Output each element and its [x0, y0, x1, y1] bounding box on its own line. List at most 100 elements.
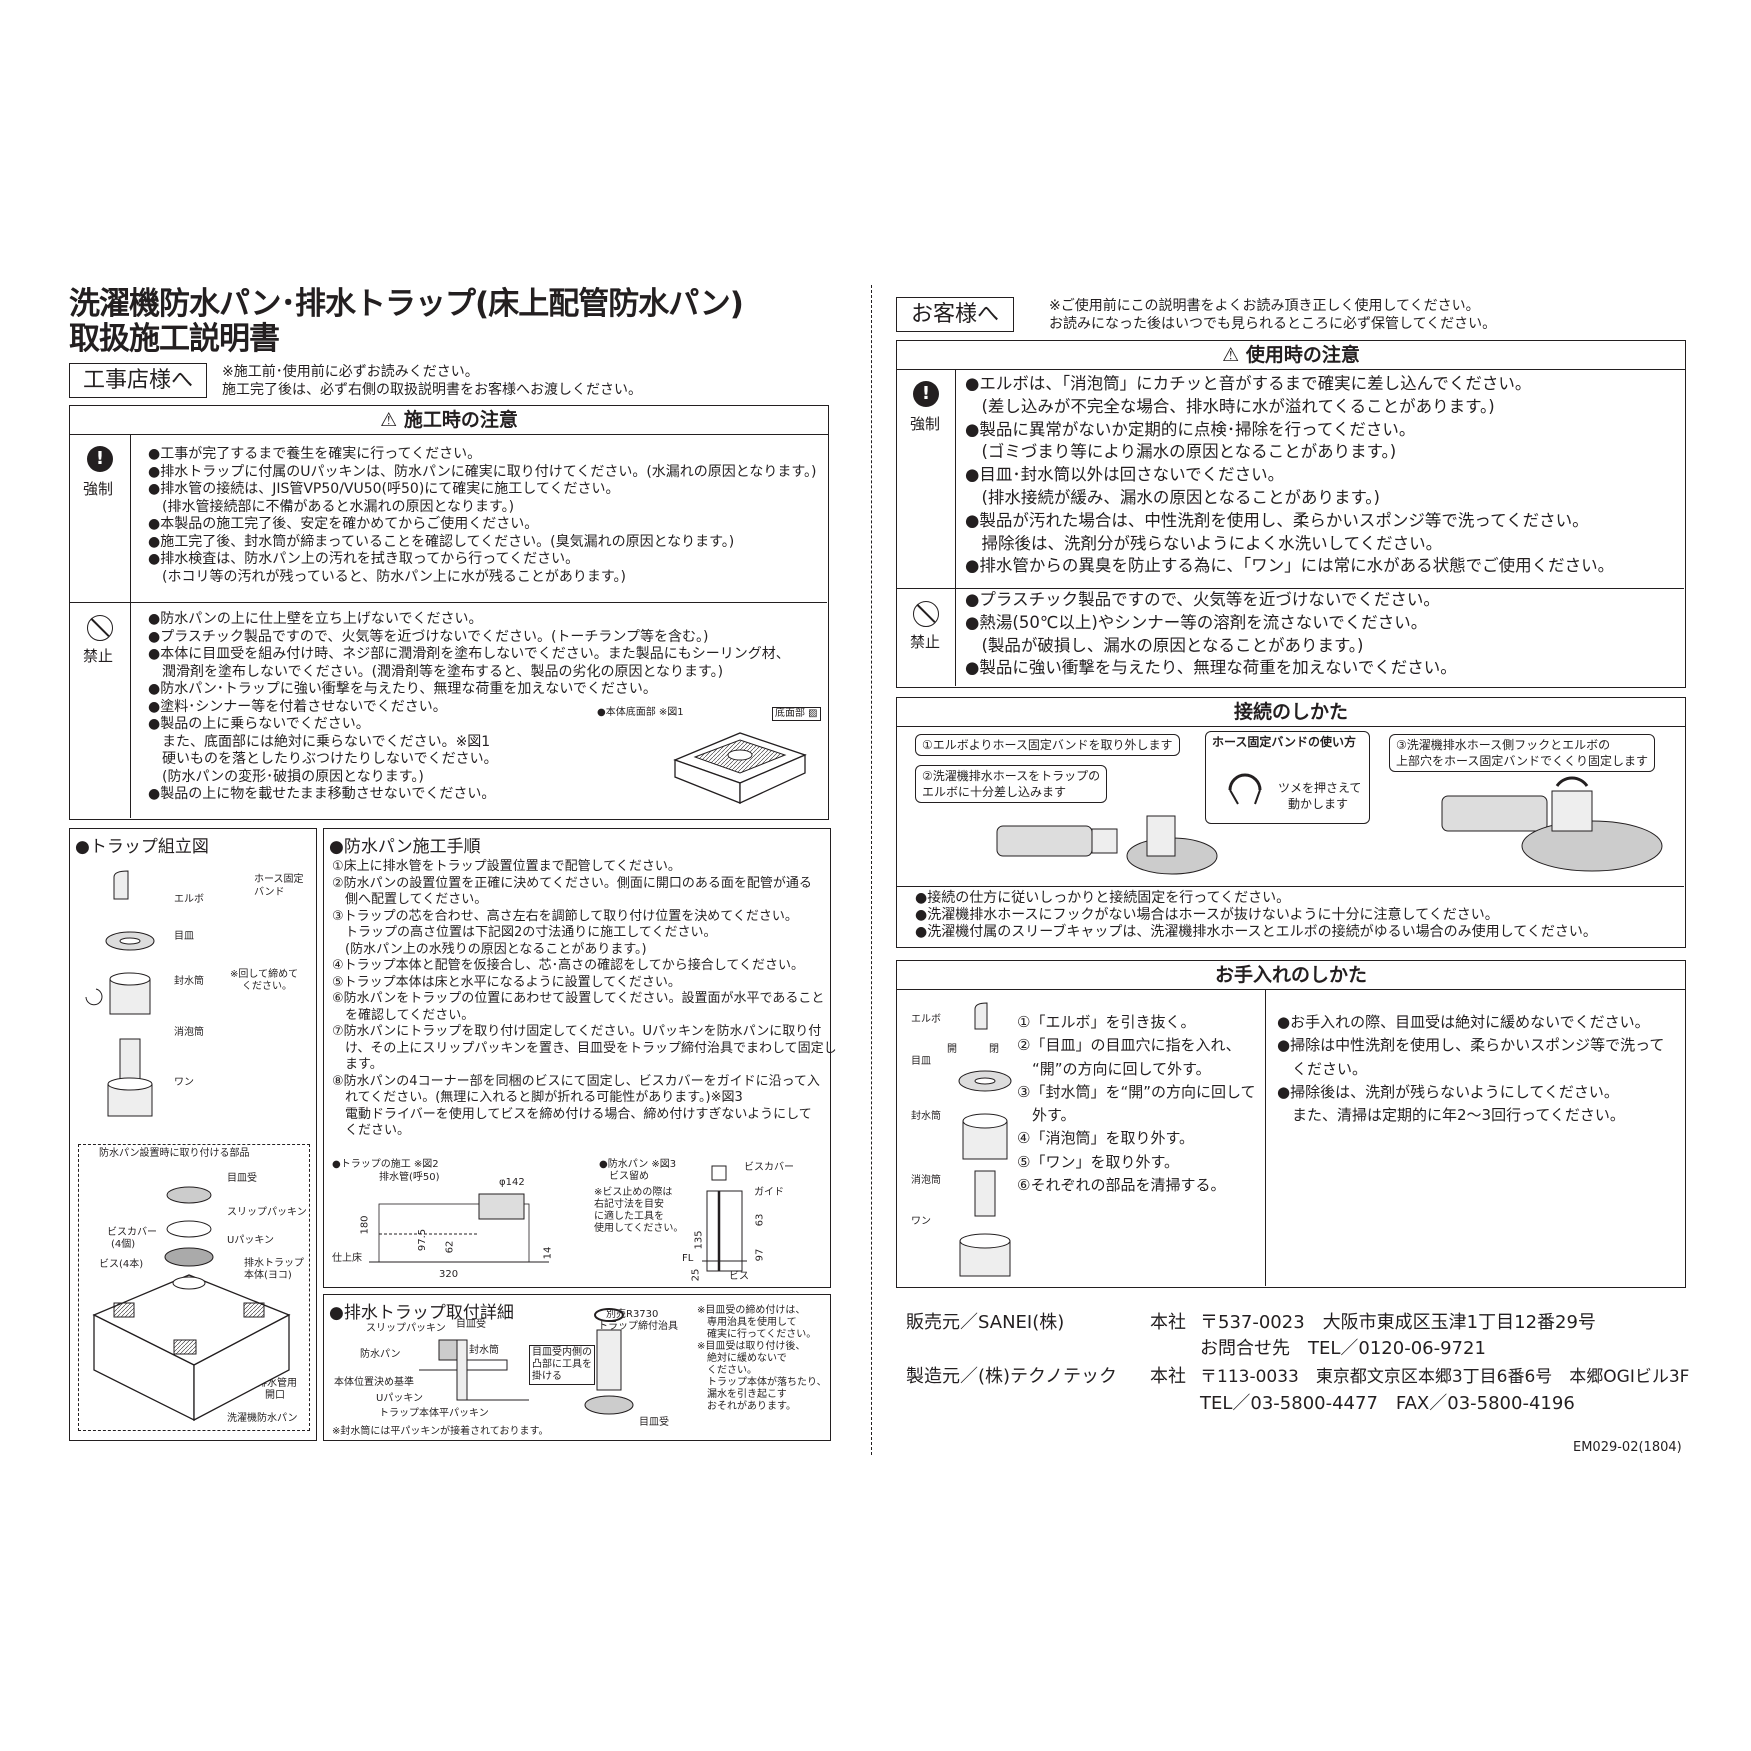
care-step: ⑤「ワン」を取り外す。 [1017, 1152, 1179, 1171]
fig3-63: 63 [754, 1213, 766, 1227]
hose-band-icon [1228, 773, 1262, 805]
ban-row: 禁止 ●プラスチック製品ですので、火気等を近づけないでください。●熱湯(50℃以… [897, 589, 1684, 686]
connection-note: ●洗濯機排水ホースにフックがない場合はホースが抜けないように十分に注意してくださ… [915, 907, 1499, 923]
detail-receiver-2: 目皿受 [639, 1417, 669, 1428]
hose-elbow-illustration [996, 815, 1218, 875]
procedure-step: ⑦防水パンにトラップを取り付け固定してください。Uパッキンを防水パンに取り付 [332, 1024, 822, 1039]
mandatory-label: 強制 [83, 480, 114, 498]
prohibition-line: ●製品の上に物を載せたまま移動させないでください。 [148, 786, 496, 802]
label-band-2: バンド [254, 887, 285, 898]
installation-procedure-box: ●防水パン施工手順 ①床上に排水管をトラップ設置位置まで配管してください。②防水… [323, 828, 837, 1288]
caution-line: ●施工完了後、封水筒が締まっていることを確認してください。(臭気漏れの原因となり… [148, 533, 735, 550]
seller-tel: お問合せ先 TEL／0120-06-9721 [1200, 1338, 1486, 1359]
caution-line: (ゴミづまり等により漏水の原因となることがあります。) [965, 442, 1397, 462]
caution-line: ●排水トラップに付属のUパッキンは、防水パンに確実に取り付けてください。(水漏れ… [148, 463, 817, 480]
construction-must-list: ●工事が完了するまで養生を確実に行ってください。●排水トラップに付属のUパッキン… [148, 446, 816, 586]
caution-line: ●エルボは、「消泡筒」にカチッと音がするまで確実に差し込んでください。 [965, 374, 1532, 393]
caution-line: ●排水管からの異臭を防止する為に、「ワン」には常に水がある状態でご使用ください。 [965, 556, 1615, 576]
prohibition-line: ●塗料･シンナー等を付着させないでください。 [148, 698, 447, 715]
procedure-step: ⑥防水パンをトラップの位置にあわせて設置してください。設置面が水平であること [332, 991, 825, 1006]
prohibited-label: 禁止 [910, 633, 941, 651]
contractor-tag: 工事店様へ [69, 363, 207, 398]
detail-note: ※目皿受の締め付けは、 専用治具を使用して 確実に行ってください。※目皿受は取り… [697, 1305, 827, 1413]
maker-name: 製造元／(株)テクノテック [906, 1366, 1117, 1387]
connection-note: ●洗濯機付属のスリーブキャップは、洗濯機排水ホースとエルボの接続がゆるい場合のみ… [915, 924, 1597, 940]
prohibition-line: ●防水パン･トラップに強い衝撃を与えたり、無理な荷重を加えないでください。 [148, 681, 657, 697]
caution-line: (排水管接続部に不備があると水漏れの原因となります。) [148, 498, 515, 515]
prohibited-label: 禁止 [83, 647, 114, 665]
care-notes: ●お手入れの際、目皿受は絶対に緩めないでください。●掃除は中性洗剤を使用し、柔ら… [1277, 1011, 1664, 1127]
document-code: EM029-02(1804) [1573, 1440, 1682, 1455]
contractor-note-1: ※施工前･使用前に必ずお読みください。 [222, 364, 479, 380]
procedure-step: ください。 [332, 1123, 411, 1138]
prohibition-line: ●熱湯(50℃以上)やシンナー等の溶剤を流さないでください。 [965, 612, 1428, 632]
usage-caution-header: ⚠ 使用時の注意 [897, 341, 1685, 370]
fig3-caption-2: ビス留め [609, 1171, 649, 1182]
label-trapbody-2: 本体(ヨコ) [244, 1270, 292, 1281]
procedure-step: ます。 [332, 1057, 383, 1072]
label-trapbody-1: 排水トラップ [244, 1258, 304, 1269]
caution-line: (差し込みが不完全な場合、排水時に水が溢れてくることがあります。) [965, 396, 1495, 416]
detail-note-line: 専用治具を使用して [697, 1317, 797, 1328]
hose-band-fixed-illustration [1441, 776, 1663, 872]
care-box: お手入れのしかた エルボ 目皿 開 閉 封水筒 消泡筒 ワン ①「エルボ」を引き… [896, 960, 1686, 1288]
procedure-header: ●防水パン施工手順 [329, 837, 481, 857]
band-usage-callout: ホース固定バンドの使い方 ツメを押さえて 動かします [1205, 731, 1370, 824]
prohibition-line: ●製品の上に乗らないでください。 [148, 716, 370, 732]
fig1-legend: 底面部 ▨ [772, 707, 821, 721]
caution-line: ●本製品の施工完了後、安定を確かめてからご使用ください。 [148, 516, 539, 532]
pan-parts-frame: 防水パン設置時に取り付ける部品 目皿受 スリップパッキン Uパッキン ビスカバー… [78, 1144, 310, 1431]
procedure-step: ⑤トラップ本体は床と水平になるように設置してください。 [332, 974, 681, 990]
detail-note-line: 漏水を引き起こす [697, 1389, 787, 1400]
care-step: ④「消泡筒」を取り外す。 [1017, 1129, 1194, 1148]
procedure-step: け、その上にスリップパッキンを置き、目皿受をトラップ締付治具でまわして固定し [332, 1040, 837, 1056]
detail-hook: 目皿受内側の凸部に工具を掛ける [529, 1345, 595, 1385]
mandatory-label: 強制 [910, 415, 941, 433]
procedure-step: ②防水パンの設置位置を正確に決めてください。側面に開口のある面を配管が通る [332, 875, 812, 891]
connection-step-1: ①エルボよりホース固定バンドを取り外します [915, 734, 1180, 756]
caution-line: ●製品が汚れた場合は、中性洗剤を使用し、柔らかいスポンジ等で洗ってください。 [965, 510, 1589, 530]
care-label-seal: 封水筒 [911, 1111, 941, 1122]
pan-assembly-illustration [92, 1186, 291, 1422]
fig2-drawing [369, 1193, 549, 1263]
prohibition-line: (防水パンの変形･破損の原因となります。) [148, 768, 424, 785]
detail-note-line: ※目皿受は取り付け後、 [697, 1341, 806, 1352]
customer-tag: お客様へ [896, 297, 1014, 332]
detail-footnote: ※封水筒には平パッキンが接着されております。 [332, 1426, 549, 1437]
fig3-screwcover: ビスカバー [744, 1162, 794, 1173]
care-header: お手入れのしかた [897, 961, 1685, 990]
prohibition-line: ●防水パンの上に仕上壁を立ち上げないでください。 [148, 611, 483, 627]
detail-tool-2: トラップ締付治具 [598, 1321, 678, 1332]
care-parts-illustration [958, 1002, 1012, 1277]
warning-triangle-icon: ⚠ [1222, 344, 1246, 366]
label-seal: 封水筒 [174, 976, 204, 987]
fig2-320: 320 [439, 1269, 459, 1280]
label-upack: Uパッキン [227, 1235, 275, 1246]
connection-box: 接続のしかた ①エルボよりホース固定バンドを取り外します ②洗濯機排水ホースをト… [896, 697, 1686, 948]
tool-illustration [584, 1308, 634, 1415]
detail-flat: 平パッキン [439, 1408, 489, 1419]
must-row: ! 強制 ●エルボは、「消泡筒」にカチッと音がするまで確実に差し込んでください。… [897, 369, 1684, 589]
ban-row: 禁止 ●防水パンの上に仕上壁を立ち上げないでください。●プラスチック製品ですので… [70, 603, 827, 818]
fig3-note: ※ビス止めの際は右記寸法を目安に適した工具を使用してください。 [594, 1187, 684, 1234]
care-label-foam: 消泡筒 [911, 1175, 941, 1186]
fig3-caption-1: ●防水パン ※図3 [599, 1159, 677, 1170]
connection-step-2: ②洗濯機排水ホースをトラップのエルボに十分差し込みます [915, 765, 1108, 803]
prohibition-line: 硬いものを落としたりぶつけたりしないでください。 [148, 751, 498, 767]
label-plate: 目皿 [174, 931, 194, 942]
construction-caution-box: ⚠ 施工時の注意 ! 強制 ●工事が完了するまで養生を確実に行ってください。●排… [69, 405, 829, 820]
procedure-step: 側へ配置してください。 [332, 892, 488, 907]
warning-triangle-icon: ⚠ [380, 409, 404, 431]
pan-bottom-illustration [673, 732, 807, 805]
detail-note-line: ※目皿受の締め付けは、 [697, 1305, 806, 1316]
customer-note-1: ※ご使用前にこの説明書をよくお読み頂き正しく使用してください。 [1049, 298, 1480, 314]
procedure-step: れてください。(無理に入れると脚が折れる可能性があります。)※図3 [332, 1090, 743, 1105]
caution-line: ●製品に異常がないか定期的に点検･掃除を行ってください。 [965, 419, 1416, 439]
prohibited-icon [87, 615, 113, 641]
usage-must-list: ●エルボは、「消泡筒」にカチッと音がするまで確実に差し込んでください。 (差し込… [965, 373, 1614, 578]
caution-line: 掃除後は、洗剤分が残らないようによく水洗いしてください。 [965, 533, 1443, 553]
trap-detail-header: ●排水トラップ取付詳細 [329, 1303, 514, 1323]
procedure-step: ④トラップ本体と配管を仮接合し、芯･高さの確認をしてから接合してください。 [332, 958, 804, 973]
procedure-step: を確認してください。 [332, 1007, 475, 1023]
icon-column: 禁止 [70, 603, 131, 818]
